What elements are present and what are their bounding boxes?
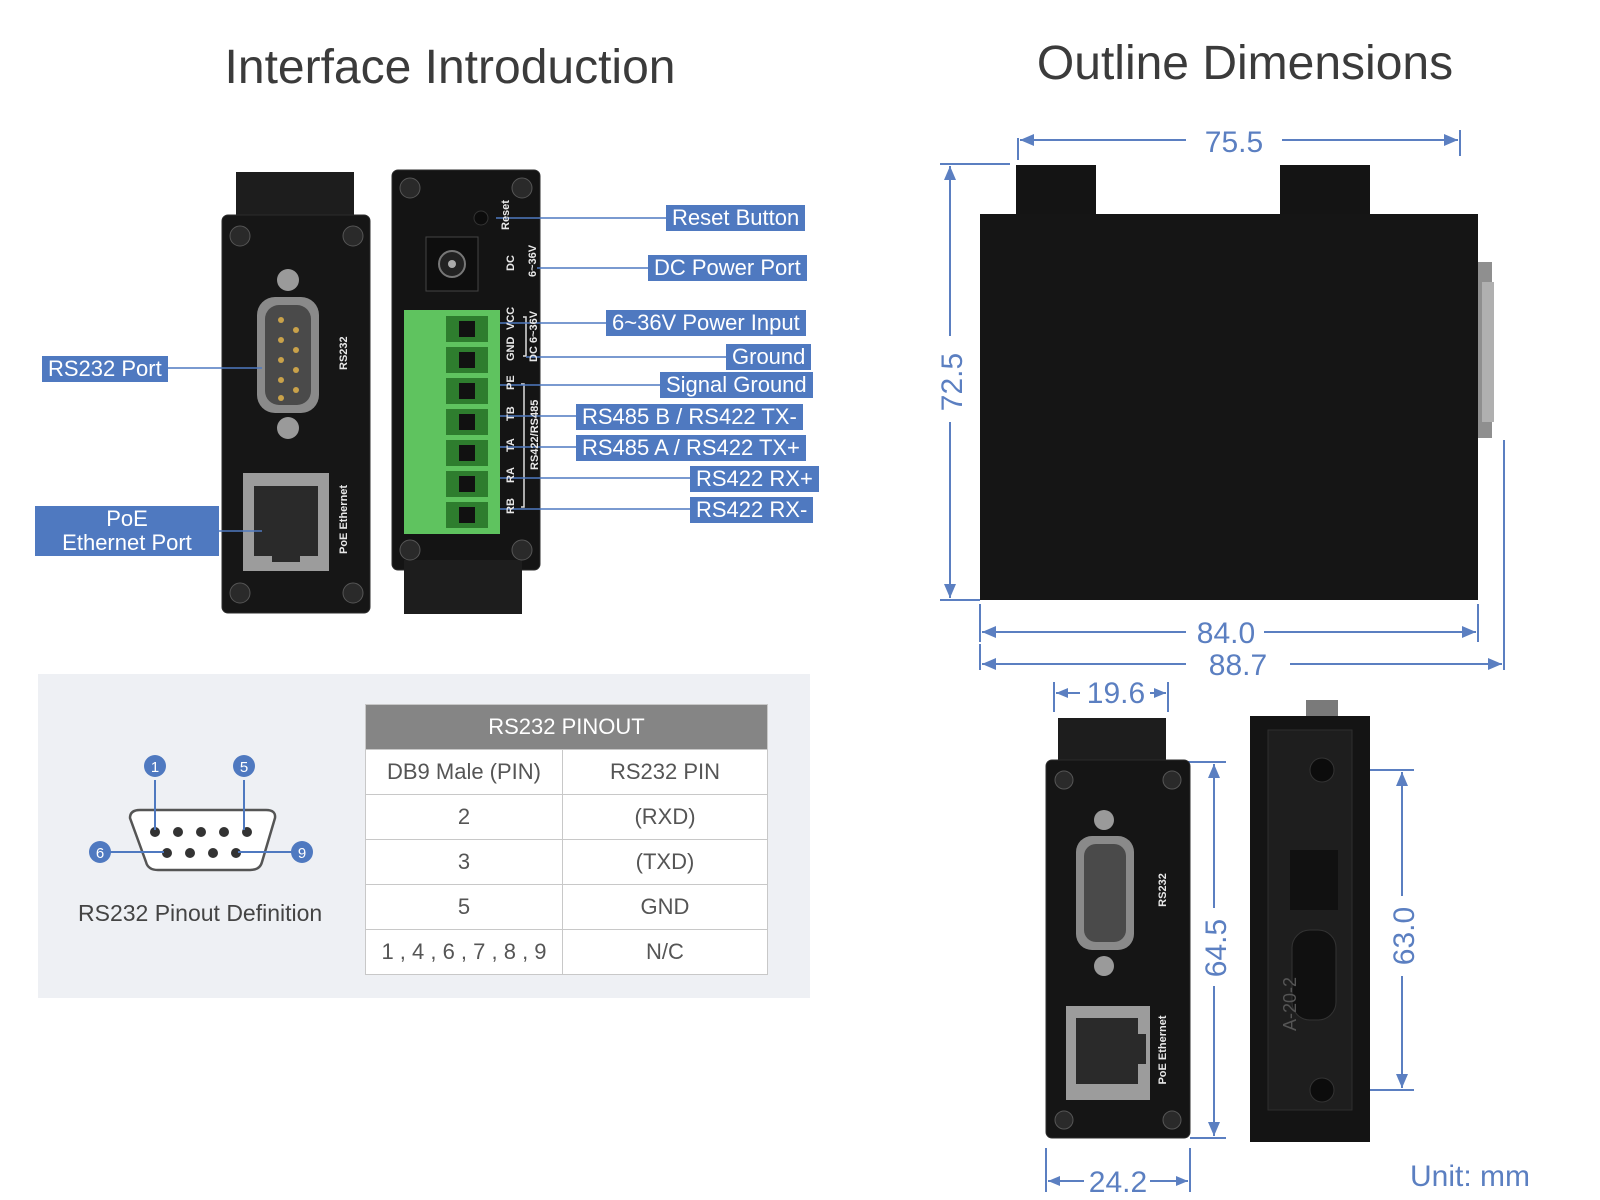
table-row: 2 (RXD) (365, 794, 768, 840)
dc-power-port-label: DC Power Port (648, 255, 807, 281)
pin-number-6: 6 (96, 845, 104, 862)
table-cell: 2 (365, 794, 563, 840)
poe-label-line2: Ethernet Port (62, 530, 192, 555)
reset-button-label: Reset Button (666, 205, 806, 231)
table-header-rs232: RS232 PIN (562, 749, 768, 795)
table-cell: N/C (562, 929, 768, 975)
signal-ground-label: Signal Ground (660, 372, 813, 398)
pin-number-1: 1 (151, 759, 159, 776)
rs485-b-label: RS485 B / RS422 TX- (576, 404, 803, 430)
db9-pinout-drawing: 1 5 6 9 (89, 755, 313, 872)
rs485-a-label: RS485 A / RS422 TX+ (576, 435, 806, 461)
table-cell: (RXD) (562, 794, 768, 840)
pin-badge-6 (89, 841, 111, 863)
side-device (391, 169, 541, 614)
table-cell: (TXD) (562, 839, 768, 885)
rs422-rx-plus-label: RS422 RX+ (690, 466, 819, 492)
front-view-poe-text: PoE Ethernet (1157, 1015, 1169, 1084)
pin-gnd-text: GND (505, 337, 517, 362)
dim-din-height: 63.0 (1388, 907, 1421, 965)
dim-length-2: 88.7 (1209, 649, 1267, 682)
ground-label: Ground (726, 344, 812, 370)
pinout-caption: RS232 Pinout Definition (78, 900, 323, 926)
top-view-device (980, 165, 1494, 600)
rs232-pinout-table: RS232 PINOUT DB9 Male (PIN) RS232 PIN 2 … (365, 704, 768, 975)
unit-label: Unit: mm (1410, 1160, 1530, 1193)
outline-dimensions-title: Outline Dimensions (1036, 37, 1454, 90)
pin-number-5: 5 (240, 759, 248, 776)
pin-vcc-text: VCC (505, 307, 517, 330)
pin-tb-text: TB (505, 406, 517, 421)
table-cell: 5 (365, 884, 563, 930)
poe-label-line1: PoE (106, 506, 148, 531)
dim-front-width-top: 19.6 (1087, 677, 1145, 710)
front-view-device (1045, 718, 1191, 1139)
leader-lines (168, 217, 726, 532)
power-input-label: 6~36V Power Input (606, 310, 806, 336)
panel-rs232-text: RS232 (338, 336, 350, 370)
table-cell: 3 (365, 839, 563, 885)
pin-rb-text: RB (505, 498, 517, 514)
front-device (221, 172, 371, 614)
pin-badge-5 (233, 755, 255, 777)
table-row: 3 (TXD) (365, 839, 768, 885)
panel-reset-text: Reset (500, 200, 512, 230)
dim-front-height: 64.5 (1200, 919, 1233, 977)
panel-dc-text: DC (505, 255, 517, 271)
dim-top-width: 75.5 (1205, 126, 1263, 159)
table-row: 1 , 4 , 6 , 7 , 8 , 9 N/C (365, 929, 768, 975)
table-row: 5 GND (365, 884, 768, 930)
pin-badge-9 (291, 841, 313, 863)
rs422-rx-minus-label: RS422 RX- (690, 497, 814, 523)
pin-number-9: 9 (298, 845, 306, 862)
dim-front-width-bottom: 24.2 (1089, 1166, 1147, 1199)
dimension-arrowheads (944, 134, 1502, 1186)
rs232-port-label: RS232 Port (42, 356, 168, 382)
dim-length-1: 84.0 (1197, 617, 1255, 650)
pinout-table-title: RS232 PINOUT (365, 704, 768, 750)
pin-pe-text: PE (505, 375, 517, 390)
pin-ra-text: RA (505, 467, 517, 483)
dim-height: 72.5 (936, 353, 969, 411)
din-marking: A-20-2 (1280, 977, 1300, 1031)
panel-poe-text: PoE Ethernet (338, 485, 350, 554)
table-header-db9: DB9 Male (PIN) (365, 749, 563, 795)
pin-badge-1 (144, 755, 166, 777)
front-view-rs232-text: RS232 (1157, 873, 1169, 907)
interface-introduction-title: Interface Introduction (224, 41, 676, 94)
bus-group-text: RS422/RS485 (529, 400, 541, 470)
din-rail-view (1250, 700, 1370, 1142)
poe-ethernet-port-label: PoE Ethernet Port (35, 506, 219, 556)
table-cell: GND (562, 884, 768, 930)
panel-dc-range-text: 6~36V (527, 244, 539, 277)
table-cell: 1 , 4 , 6 , 7 , 8 , 9 (365, 929, 563, 975)
pin-ta-text: TA (505, 438, 517, 452)
dc-group-text: DC 6~36V (528, 310, 540, 362)
